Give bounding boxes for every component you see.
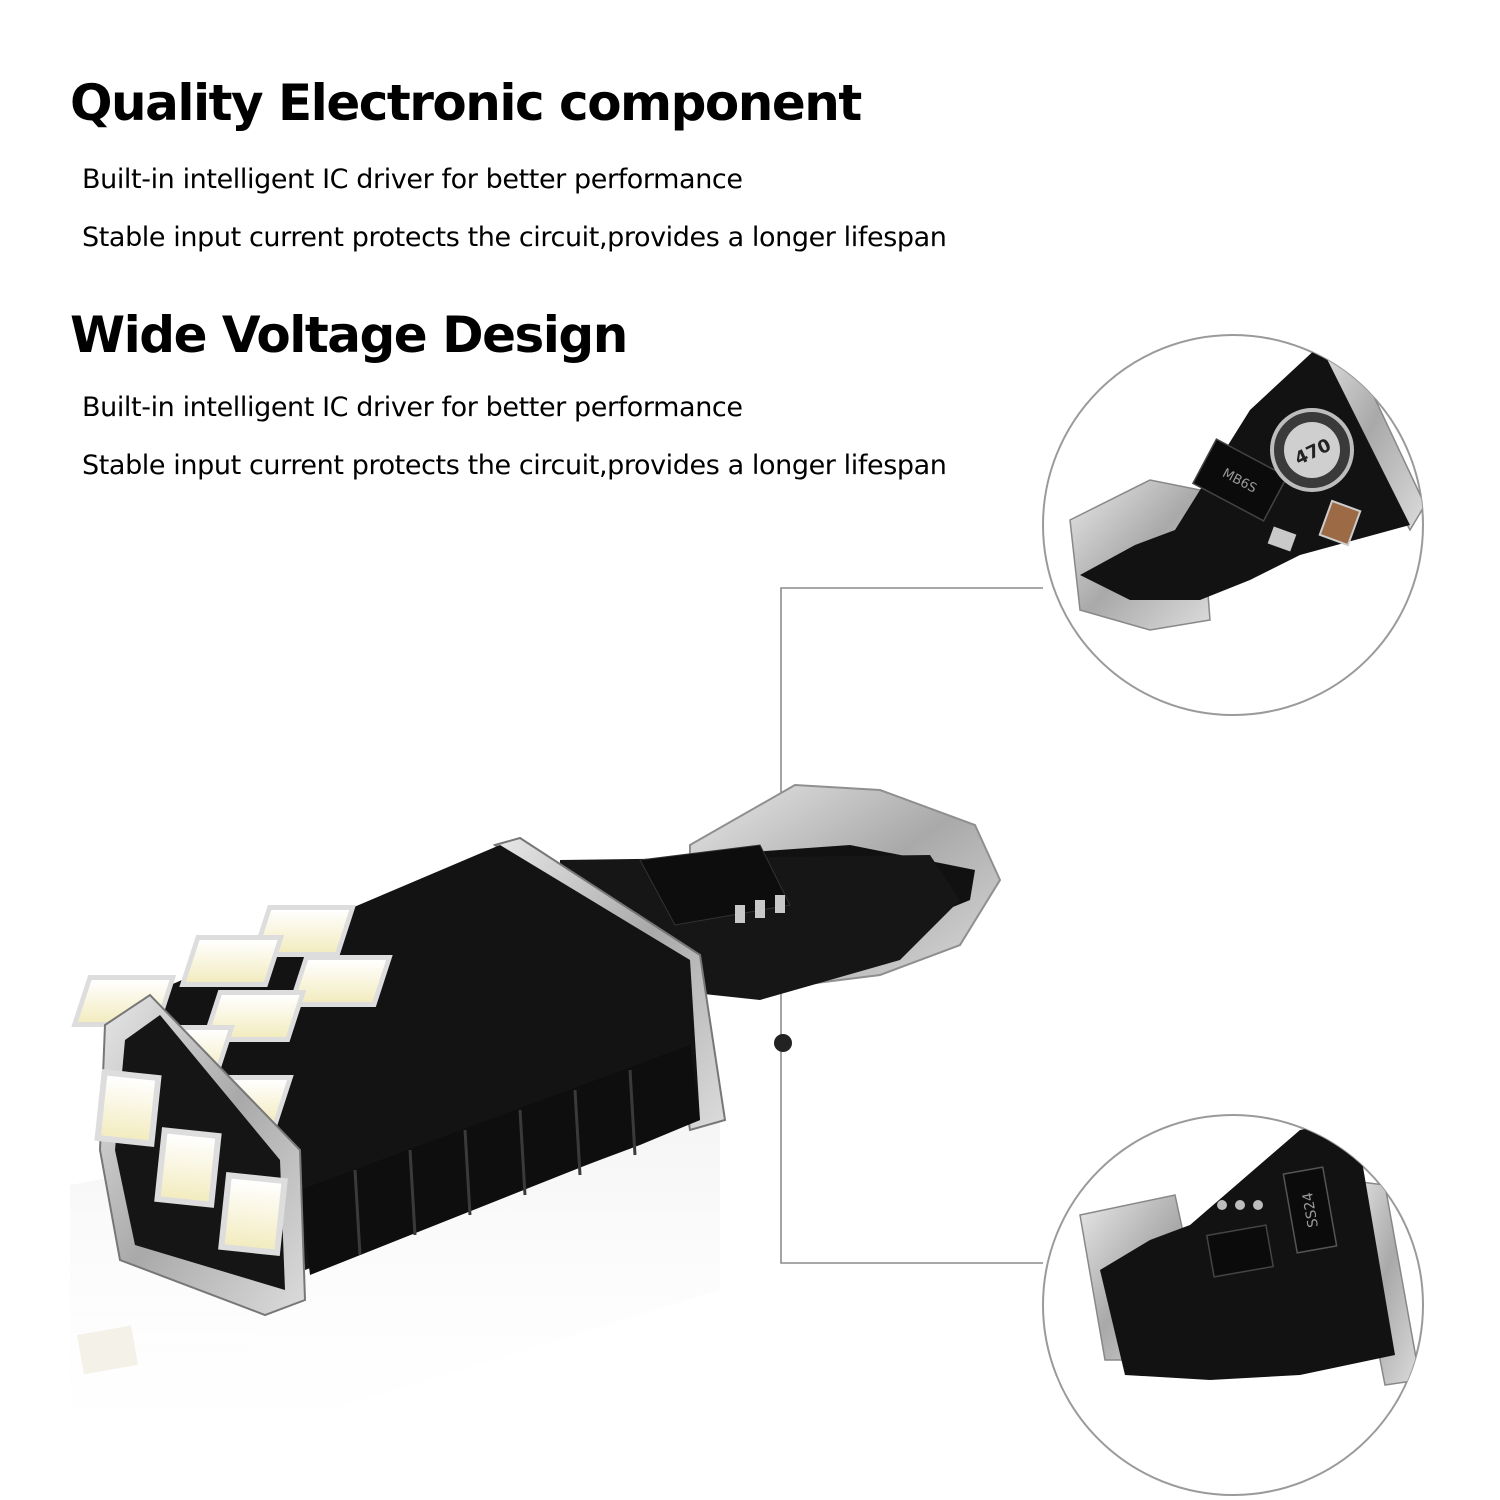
heading-quality-electronic-component: Quality Electronic component bbox=[70, 74, 862, 132]
callout-dot-bottom bbox=[774, 1034, 792, 1052]
feature-line: Built-in intelligent IC driver for bette… bbox=[82, 392, 743, 423]
feature-line: Built-in intelligent IC driver for bette… bbox=[82, 164, 743, 195]
diode-marking: SS24 bbox=[1300, 1191, 1322, 1229]
feature-line: Stable input current protects the circui… bbox=[82, 222, 947, 253]
led-chip-array-front bbox=[94, 1069, 288, 1257]
heading-wide-voltage-design: Wide Voltage Design bbox=[70, 306, 628, 364]
pcb-detail-inductor-side: MB6S 470 bbox=[1069, 335, 1423, 631]
feature-line: Stable input current protects the circui… bbox=[82, 450, 947, 481]
pcb-detail-diode-side: SS24 bbox=[1079, 1120, 1421, 1386]
t15-led-bulb bbox=[71, 783, 1002, 1317]
